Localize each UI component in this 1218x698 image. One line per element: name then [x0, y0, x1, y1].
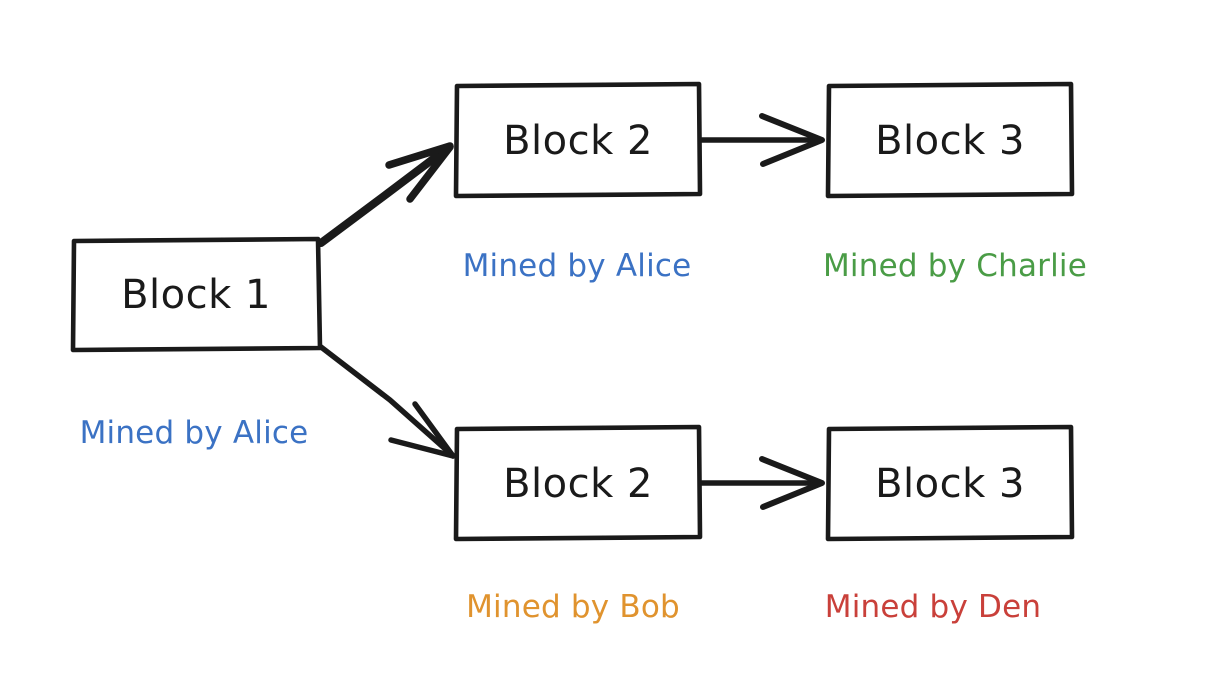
miner-label-block-2-top: Mined by Alice: [463, 248, 692, 284]
block-2-top-box: [453, 81, 703, 199]
block-3-top-box: [825, 81, 1075, 199]
arrow-block1-to-block2-top: [317, 142, 454, 247]
block-node-block-3-bottom[interactable]: Block 3: [825, 424, 1075, 542]
arrow-block2-to-block3-bottom: [699, 456, 825, 510]
block-3-bottom-label: Block 3: [875, 461, 1025, 507]
arrow-block2-to-block3-top: [699, 113, 825, 167]
block-1-label: Block 1: [121, 272, 271, 318]
block-1-box: [70, 236, 323, 353]
arrow-shaft-down: [318, 344, 455, 458]
block-2-top-label: Block 2: [503, 118, 653, 164]
block-node-block-1[interactable]: Block 1: [70, 236, 323, 353]
arrow-barb-down-lower: [412, 401, 456, 459]
block-3-top-label: Block 3: [875, 118, 1025, 164]
block-node-block-3-top[interactable]: Block 3: [825, 81, 1075, 199]
block-2-bottom-box: [453, 424, 703, 542]
arrow-head-bottom-row: [759, 456, 825, 510]
block-node-block-2-top[interactable]: Block 2: [453, 81, 703, 199]
block-2-bottom-label: Block 2: [503, 461, 653, 507]
block-node-block-2-bottom[interactable]: Block 2: [453, 424, 703, 542]
block-3-bottom-box: [825, 424, 1075, 542]
arrow-block1-to-block2-bottom: [318, 344, 456, 459]
miner-label-block-3-top: Mined by Charlie: [823, 248, 1087, 284]
arrow-barb-up-upper: [385, 142, 454, 169]
miner-label-block-2-bottom: Mined by Bob: [466, 589, 680, 625]
arrow-shaft-up: [317, 143, 453, 247]
arrow-head-top-row: [759, 113, 825, 167]
miner-label-block-1: Mined by Alice: [80, 415, 309, 451]
miner-label-block-3-bottom: Mined by Den: [825, 589, 1041, 625]
arrow-barb-down-upper: [388, 437, 456, 459]
arrow-barb-up-lower: [406, 143, 454, 203]
